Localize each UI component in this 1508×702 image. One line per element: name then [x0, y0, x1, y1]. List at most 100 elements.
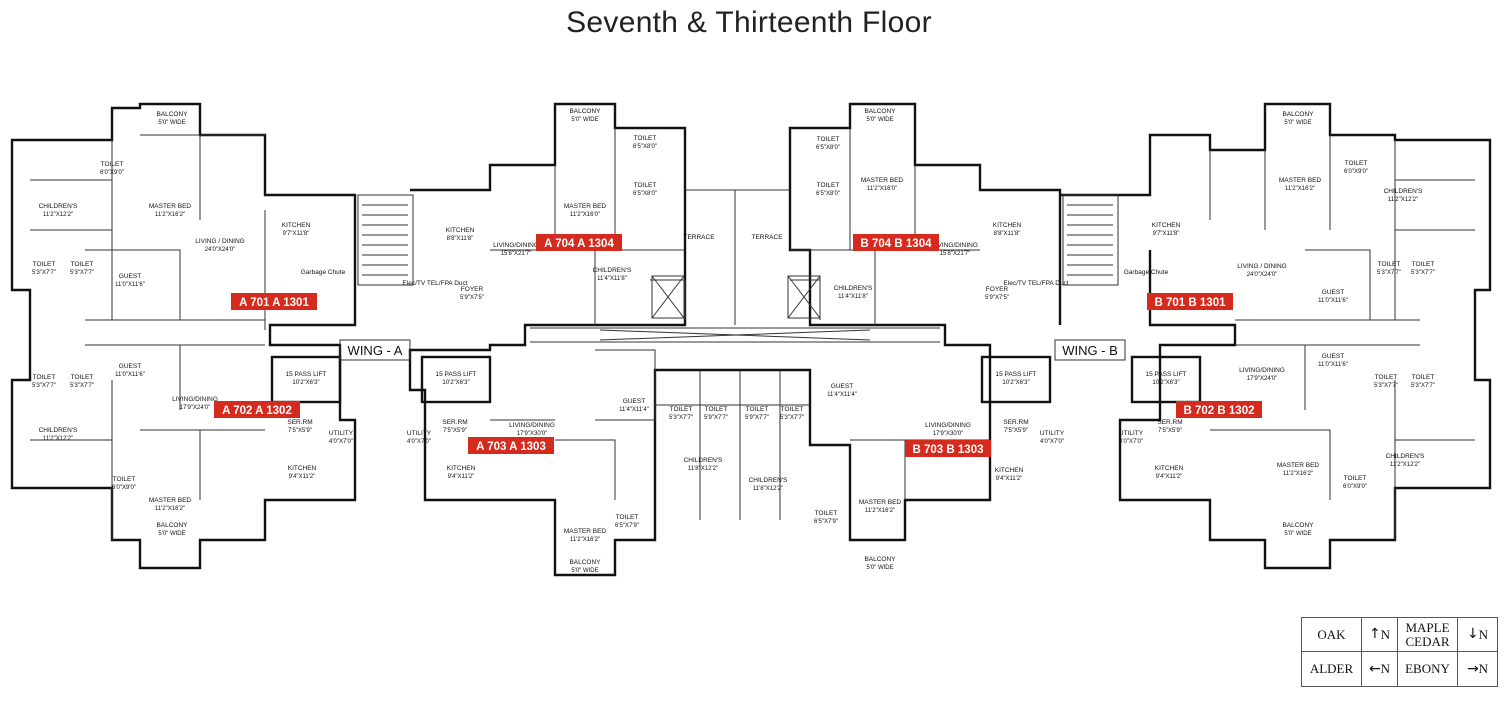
svg-text:5'9"X7'7": 5'9"X7'7" — [745, 415, 769, 421]
room: TOILET 5'3"X7'7" — [1374, 374, 1398, 389]
svg-text:17'9"X30'0": 17'9"X30'0" — [933, 431, 964, 437]
lift-cores — [270, 275, 1202, 404]
svg-text:KITCHEN: KITCHEN — [282, 222, 311, 229]
svg-text:8'8"X11'8": 8'8"X11'8" — [447, 236, 474, 242]
svg-text:10'2"X6'3": 10'2"X6'3" — [1152, 380, 1179, 386]
room: CHILDREN'S11'8"X12'2" — [684, 457, 723, 472]
unit-tag-a703[interactable]: A 703 A 1303 — [468, 437, 554, 454]
unit-tag-a702[interactable]: A 702 A 1302 — [214, 401, 300, 418]
svg-text:15'8"X21'7": 15'8"X21'7" — [940, 251, 971, 257]
svg-text:TOILET: TOILET — [1344, 475, 1367, 482]
svg-text:TOILET: TOILET — [1375, 374, 1398, 381]
svg-text:5'0" WIDE: 5'0" WIDE — [866, 565, 893, 571]
svg-text:5'3"X7'7": 5'3"X7'7" — [32, 270, 56, 276]
svg-text:TOILET: TOILET — [113, 476, 136, 483]
svg-text:LIVING/DINING: LIVING/DINING — [509, 422, 555, 429]
svg-text:Garbage Chute: Garbage Chute — [1124, 269, 1169, 276]
svg-text:5'3"X7'7": 5'3"X7'7" — [1374, 383, 1398, 389]
svg-text:A 704 A 1304: A 704 A 1304 — [544, 238, 614, 250]
svg-text:FOYER: FOYER — [461, 286, 484, 293]
room: SER.RM 7'5"X5'9" — [287, 419, 312, 434]
room: Garbage Chute — [1124, 269, 1169, 276]
legend-ebony-arrow: →N — [1466, 660, 1489, 677]
svg-text:7'5"X5'9": 7'5"X5'9" — [443, 428, 467, 434]
svg-text:MASTER BED: MASTER BED — [859, 499, 902, 506]
svg-text:BALCONY: BALCONY — [1282, 522, 1314, 529]
south-arrow-icon: ↓ — [1466, 626, 1479, 643]
svg-text:GUEST: GUEST — [119, 273, 141, 280]
svg-text:11'2"X12'2": 11'2"X12'2" — [1388, 197, 1418, 203]
svg-text:5'0" WIDE: 5'0" WIDE — [571, 117, 598, 123]
unit-tag-b703[interactable]: B 703 B 1303 — [905, 440, 991, 457]
wing-a-walls — [10, 102, 414, 570]
svg-text:CHILDREN'S: CHILDREN'S — [593, 267, 632, 274]
legend-oak-arrow: ↑N — [1362, 618, 1398, 652]
svg-text:7'5"X5'9": 7'5"X5'9" — [288, 428, 312, 434]
svg-text:11'4"X11'8": 11'4"X11'8" — [838, 294, 868, 300]
unit-tag-a701[interactable]: A 701 A 1301 — [231, 293, 317, 310]
unit-tag-b704[interactable]: B 704 B 1304 — [853, 234, 939, 251]
orientation-legend: OAK ↑N MAPLE CEDAR ↓N ALDER ←N EBONY →N — [1301, 617, 1498, 687]
svg-text:6'5"X8'0": 6'5"X8'0" — [816, 145, 840, 151]
room: CHILDREN'S11'2"X12'2" — [1386, 453, 1425, 468]
room: TERRACE — [751, 234, 783, 241]
unit-tag-b702[interactable]: B 702 B 1302 — [1176, 401, 1262, 418]
svg-text:Garbage Chute: Garbage Chute — [301, 269, 346, 276]
svg-text:Elec/TV TEL/FPA Duct: Elec/TV TEL/FPA Duct — [1003, 280, 1068, 287]
svg-text:CHILDREN'S: CHILDREN'S — [1386, 453, 1425, 460]
svg-text:CHILDREN'S: CHILDREN'S — [749, 477, 788, 484]
svg-text:11'0"X11'6": 11'0"X11'6" — [115, 372, 145, 378]
svg-text:6'0"X9'0": 6'0"X9'0" — [112, 485, 136, 491]
unit-tag-b701[interactable]: B 701 B 1301 — [1147, 293, 1233, 310]
svg-text:6'5"X7'9": 6'5"X7'9" — [814, 519, 838, 525]
svg-text:17'9"X24'0": 17'9"X24'0" — [1247, 376, 1278, 382]
svg-text:TOILET: TOILET — [634, 135, 657, 142]
svg-text:KITCHEN: KITCHEN — [1152, 222, 1181, 229]
room: CHILDREN'S11'8"X12'2" — [749, 477, 788, 492]
svg-text:4'0"X7'0": 4'0"X7'0" — [1040, 439, 1064, 445]
svg-text:15 PASS LIFT: 15 PASS LIFT — [285, 371, 326, 378]
unit-tag-a704[interactable]: A 704 A 1304 — [536, 234, 622, 251]
svg-text:B 702 B 1302: B 702 B 1302 — [1184, 405, 1255, 417]
svg-text:9'7"X11'8": 9'7"X11'8" — [1153, 231, 1180, 237]
svg-text:11'2"X16'2": 11'2"X16'2" — [1283, 471, 1313, 477]
svg-text:CHILDREN'S: CHILDREN'S — [1384, 188, 1423, 195]
west-arrow-icon: ← — [1368, 660, 1381, 677]
svg-text:TOILET: TOILET — [634, 182, 657, 189]
svg-text:6'0"X9'0": 6'0"X9'0" — [100, 170, 124, 176]
wing-a-label: WING - A — [348, 343, 403, 358]
room: TERRACE — [683, 234, 715, 241]
svg-text:SER.RM: SER.RM — [287, 419, 312, 426]
svg-text:BALCONY: BALCONY — [569, 559, 601, 566]
central-walls — [408, 102, 1062, 577]
svg-text:6'0"X9'0": 6'0"X9'0" — [1343, 484, 1367, 490]
svg-text:TOILET: TOILET — [1412, 261, 1435, 268]
svg-text:TOILET: TOILET — [616, 514, 639, 521]
svg-text:A 701 A 1301: A 701 A 1301 — [239, 297, 309, 309]
room: TOILET 6'5"X8'0" — [633, 182, 657, 197]
svg-text:11'2"X12'2": 11'2"X12'2" — [43, 436, 73, 442]
svg-text:CHILDREN'S: CHILDREN'S — [39, 203, 78, 210]
wing-b-walls — [1060, 102, 1492, 570]
svg-text:10'2"X6'3": 10'2"X6'3" — [292, 380, 319, 386]
svg-text:6'5"X8'0": 6'5"X8'0" — [633, 191, 657, 197]
svg-text:LIVING/DINING: LIVING/DINING — [925, 422, 971, 429]
svg-text:11'2"X16'2": 11'2"X16'2" — [155, 212, 185, 218]
